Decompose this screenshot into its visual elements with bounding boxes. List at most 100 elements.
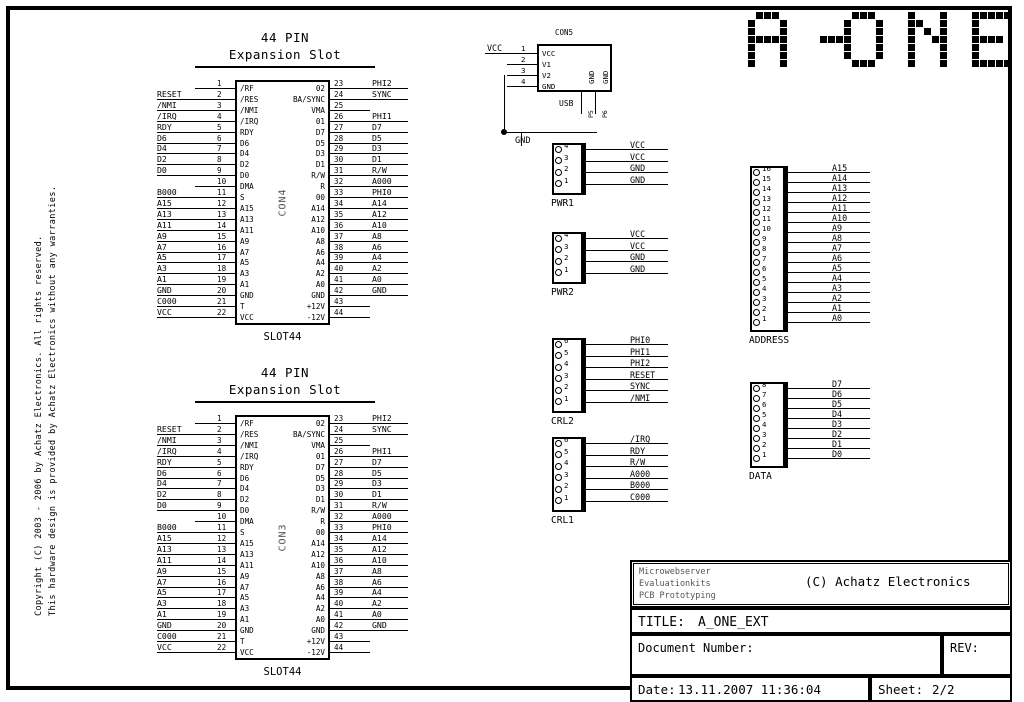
wire (157, 109, 195, 111)
slot-pin-number: 35 (334, 209, 344, 219)
slot-pin-name: -12V (306, 313, 325, 322)
wire (195, 284, 235, 286)
header-pin-circle (555, 269, 562, 276)
slot-net-label: A3 (157, 263, 167, 274)
wire (586, 344, 628, 345)
wire (370, 608, 408, 610)
slot-pin-number: 23 (334, 79, 344, 88)
slot-pin-name: RDY (240, 462, 254, 472)
slot-net-label: A9 (157, 230, 167, 241)
wire (157, 499, 195, 501)
logo-pixel (908, 20, 915, 27)
wire (157, 455, 195, 457)
slot-pin-name: GND (311, 291, 325, 301)
slot-pin-number: 35 (334, 544, 344, 554)
wire (586, 378, 628, 380)
wire (330, 306, 370, 308)
wire (157, 477, 195, 479)
header-net-label: VCC (630, 140, 646, 150)
slot-pin-number: 15 (217, 566, 227, 576)
wire (195, 88, 235, 89)
slot-net-label: PHI1 (372, 110, 392, 121)
header-net-label: GND (630, 252, 646, 262)
wire (330, 586, 370, 588)
slot-net-label: SYNC (372, 423, 392, 434)
logo-pixel (908, 36, 915, 43)
slot-pin-number: 36 (334, 555, 344, 565)
wire (628, 367, 668, 368)
slot-pin-number: 18 (217, 264, 227, 274)
wire (157, 433, 195, 435)
wire (195, 423, 235, 424)
slot-net-label: A4 (372, 252, 382, 263)
wire (195, 466, 235, 468)
slot-net-label: PHI0 (372, 187, 392, 198)
slot-footprint: SLOT44 (263, 331, 302, 343)
slot-pin-number: 1 (217, 414, 222, 423)
wire (370, 197, 408, 199)
slot-pin-name: A7 (240, 247, 250, 257)
slot-pin-name: /NMI (240, 105, 259, 115)
slot-net-label: /NMI (157, 434, 177, 445)
wire (195, 652, 235, 653)
header-pin-circle (555, 398, 562, 405)
header-net-label: A12 (832, 193, 848, 203)
wire (370, 542, 408, 544)
slot-pin-number: 36 (334, 220, 344, 230)
slot-pin-name: A15 (240, 203, 254, 213)
header-pin-circle (753, 414, 760, 422)
wire (370, 142, 408, 144)
slot-pin-name: A15 (240, 538, 254, 548)
slot-pin-name: D6 (240, 473, 250, 483)
logo-pixel (772, 36, 779, 43)
wire (195, 433, 235, 435)
header-pin-number: 14 (762, 184, 771, 193)
slot-pin-name: D0 (240, 506, 250, 516)
slot-pin-name: A9 (240, 236, 250, 246)
slot-pin-number: 8 (217, 490, 222, 500)
slot-net-label: R/W (372, 165, 387, 176)
logo-pixel (860, 12, 867, 19)
slot-pin-number: 29 (334, 144, 344, 154)
slot-net-label: A6 (372, 241, 382, 252)
header-net-label: RDY (630, 445, 646, 456)
slot-pin-number: 20 (217, 286, 227, 296)
slot-net-label: A8 (372, 230, 382, 241)
slot-pin-number: 8 (217, 155, 222, 165)
wire (330, 229, 370, 231)
header-bar (581, 143, 586, 195)
slot-pin-number: 43 (334, 297, 344, 307)
slot-pin-name: D3 (315, 149, 325, 159)
con5-pin-name: VCC (542, 49, 556, 58)
wire (586, 500, 628, 502)
slot-pin-name: A0 (315, 615, 325, 625)
slot-net-label: D2 (157, 489, 167, 500)
slot-pin-name: A11 (240, 225, 254, 235)
slot-net-label: A000 (372, 511, 392, 522)
header-pin-circle (555, 157, 562, 164)
logo-pixel (916, 20, 923, 27)
slot-pin-name: A12 (311, 214, 325, 224)
slot-pin-name: /IRQ (240, 451, 259, 461)
logo-pixel (868, 60, 875, 67)
wire (157, 630, 195, 632)
wire (788, 262, 830, 263)
slot-pin-number: 16 (217, 242, 227, 252)
con5-footprint: USB (559, 99, 574, 108)
slot-pin-name: A5 (240, 593, 250, 603)
header-net-label: A000 (630, 468, 651, 479)
slot-net-label: A14 (372, 197, 387, 208)
header-pin-circle (555, 145, 562, 153)
logo-pixel (972, 28, 979, 35)
slot-pin-number: 7 (217, 144, 222, 154)
header-net-label: D1 (832, 439, 843, 449)
slot-pin-number: 41 (334, 610, 344, 620)
slot-pin-name: S (240, 528, 245, 538)
titleblock-rev-cell (942, 634, 1012, 676)
date-value: 13.11.2007 11:36:04 (678, 682, 821, 697)
wire (628, 344, 668, 345)
wire (370, 186, 408, 188)
logo-pixel (940, 60, 947, 67)
wire (586, 261, 628, 262)
header-pin-number: 16 (762, 164, 771, 173)
